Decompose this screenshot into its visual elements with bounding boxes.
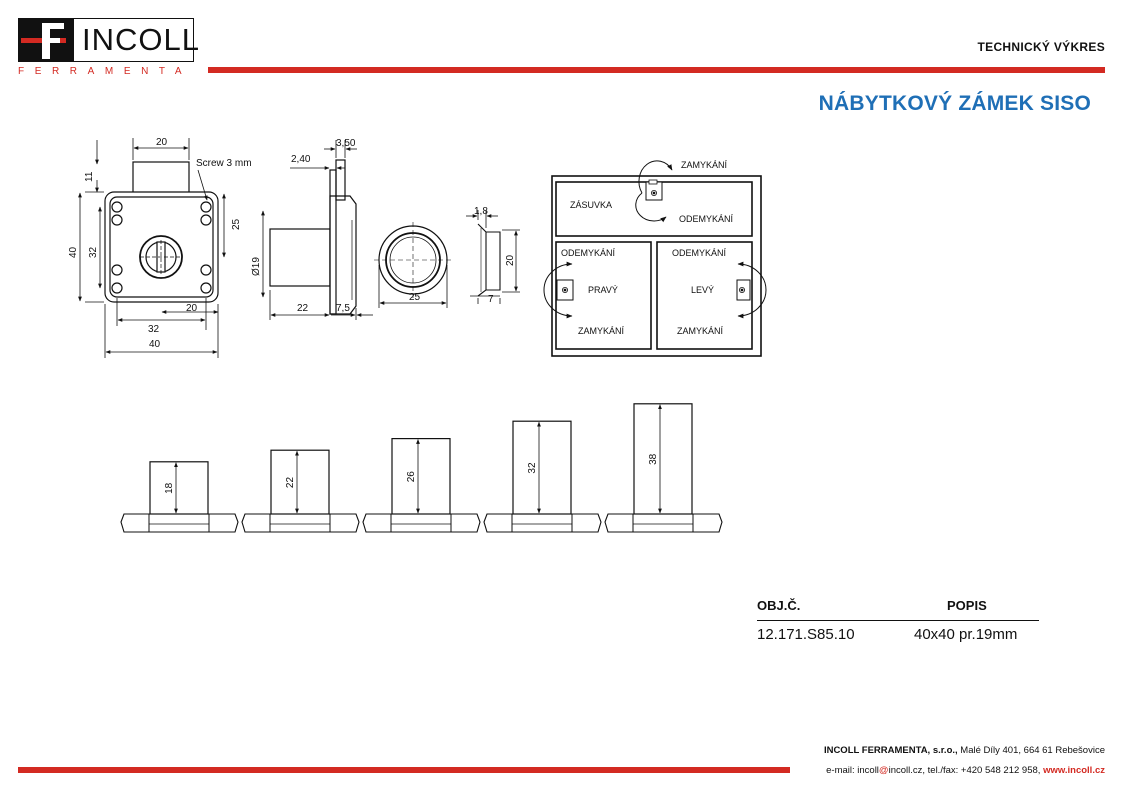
website-link[interactable]: www.incoll.cz [1043, 765, 1105, 776]
plate-view-dims: 1,8 20 7 [474, 206, 516, 305]
dim-plate-offset: 7 [488, 294, 494, 305]
right-hand-label: PRAVÝ [588, 285, 618, 295]
front-view-dims: 20 11 40 32 25 32 20 40 Screw 3 mm [68, 137, 252, 350]
dim-diameter: Ø19 [251, 257, 262, 276]
mounting-labels: ZAMYKÁNÍ ZÁSUVKA ODEMYKÁNÍ ODEMYKÁNÍ PRA… [561, 160, 734, 336]
right-unlock-label: ODEMYKÁNÍ [672, 248, 727, 258]
table-header-description: POPIS [947, 598, 987, 613]
variant-length-label: 26 [406, 471, 417, 483]
dim-cylinder-length: 22 [297, 303, 309, 314]
company-address: Malé Díly 401, 664 61 Rebešovice [957, 745, 1105, 756]
dim-plate-thickness: 1,8 [474, 206, 488, 217]
side-view-dims: 3,50 2,40 Ø19 22 7,5 [251, 138, 356, 314]
table-cell-code: 12.171.S85.10 [757, 626, 855, 643]
dim-hole-height: 32 [88, 246, 99, 258]
mounting-diagram [543, 160, 767, 357]
dim-cylinder-diameter: 25 [409, 292, 421, 303]
side-view [261, 140, 373, 320]
product-title: NÁBYTKOVÝ ZÁMEK SISO [818, 92, 1091, 115]
variant-38 [604, 403, 723, 533]
dim-height: 40 [68, 246, 79, 258]
dim-hole-width: 32 [148, 324, 160, 335]
dim-width: 40 [149, 339, 161, 350]
dim-body-depth: 7,5 [336, 303, 350, 314]
variant-length-label: 32 [527, 462, 538, 474]
logo-mark [18, 18, 74, 62]
left-hand-label: LEVÝ [691, 285, 714, 295]
brand-subtitle: FERRAMENTA [18, 66, 193, 77]
table-header-code: OBJ.Č. [757, 598, 801, 613]
header-divider [208, 67, 1105, 73]
top-lock-label: ZAMYKÁNÍ [681, 160, 728, 170]
variant-18 [120, 461, 239, 533]
front-view [78, 138, 226, 358]
dim-stem: 3,50 [336, 138, 356, 149]
variant-length-label: 22 [285, 477, 296, 489]
document-type: TECHNICKÝ VÝKRES [977, 40, 1105, 54]
dim-plate: 2,40 [291, 154, 311, 165]
screw-note: Screw 3 mm [196, 158, 252, 169]
drawer-label: ZÁSUVKA [570, 200, 612, 210]
top-unlock-label: ODEMYKÁNÍ [679, 214, 734, 224]
variant-length-label: 18 [164, 482, 175, 494]
variant-26 [362, 438, 481, 533]
contact-email-user: e-mail: incoll [826, 765, 879, 776]
company-name: INCOLL FERRAMENTA, s.r.o., [823, 745, 958, 756]
table-divider [757, 620, 1039, 621]
cylinder-view [374, 222, 452, 308]
brand-name: INCOLL [82, 22, 200, 57]
cylinder-length-variants: 18 22 26 32 38 [120, 403, 723, 533]
plate-view [466, 210, 520, 304]
table-cell-description: 40x40 pr.19mm [914, 626, 1018, 643]
variant-length-label: 38 [648, 453, 659, 465]
dim-width-top: 20 [156, 137, 168, 148]
dim-center: 25 [231, 218, 242, 230]
contact-phone: incoll.cz, tel./fax: +420 548 212 958, [888, 765, 1044, 776]
left-unlock-label: ODEMYKÁNÍ [561, 248, 616, 258]
dim-half-width: 20 [186, 303, 198, 314]
variant-32 [483, 420, 602, 533]
footer-contact: e-mail: incoll@incoll.cz, tel./fax: +420… [826, 765, 1105, 776]
logo-f-icon [21, 23, 66, 59]
dim-plate-height: 20 [505, 254, 516, 266]
left-lock-label: ZAMYKÁNÍ [578, 326, 625, 336]
dim-offset: 11 [84, 171, 95, 182]
right-lock-label: ZAMYKÁNÍ [677, 326, 724, 336]
variant-22 [241, 449, 360, 533]
footer-company: INCOLL FERRAMENTA, s.r.o., Malé Díly 401… [824, 745, 1105, 756]
contact-email-at: @ [878, 765, 889, 776]
footer-divider [18, 767, 790, 773]
